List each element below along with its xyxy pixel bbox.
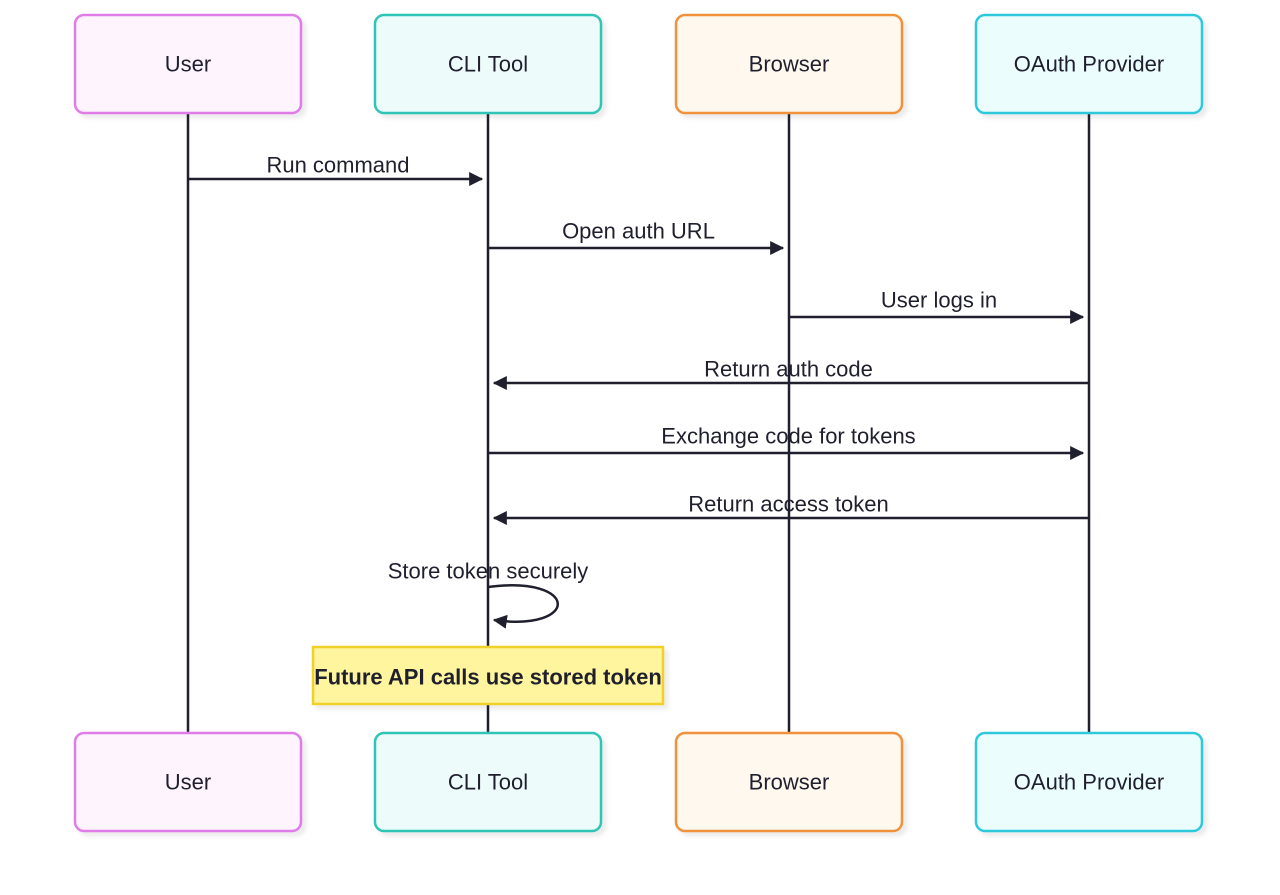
participant-cli-top: CLI Tool [373, 13, 603, 115]
participant-box [73, 731, 303, 833]
participant-label: User [165, 52, 211, 77]
participant-oauth-top: OAuth Provider [974, 13, 1204, 115]
message-3: User logs in [789, 288, 1085, 324]
participant-label: User [165, 770, 211, 795]
message-7: Store token securely [388, 559, 589, 629]
message-5: Exchange code for tokens [488, 424, 1085, 460]
message-label: Store token securely [388, 559, 589, 584]
participant-box [373, 13, 603, 115]
message-6: Return access token [492, 492, 1089, 525]
note-label: Future API calls use stored token [314, 665, 662, 690]
participant-label: CLI Tool [448, 52, 528, 77]
participant-box [373, 731, 603, 833]
participant-user-bottom: User [73, 731, 303, 833]
message-label: Return access token [688, 492, 889, 517]
participant-label: Browser [749, 770, 830, 795]
participant-box [674, 731, 904, 833]
note-layer: Future API calls use stored token [311, 645, 665, 706]
participant-label: OAuth Provider [1014, 770, 1164, 795]
participant-label: Browser [749, 52, 830, 77]
lifelines [186, 113, 1091, 733]
message-4: Return auth code [492, 357, 1089, 390]
participant-cli-bottom: CLI Tool [373, 731, 603, 833]
participant-box [974, 13, 1204, 115]
participant-box [974, 731, 1204, 833]
message-label: User logs in [881, 288, 997, 313]
note-box [311, 645, 665, 706]
message-label: Run command [266, 153, 409, 178]
participant-label: CLI Tool [448, 770, 528, 795]
self-message-arrow [487, 584, 559, 629]
participant-label: OAuth Provider [1014, 52, 1164, 77]
message-label: Return auth code [704, 357, 873, 382]
message-1: Run command [188, 153, 484, 186]
participant-browser-bottom: Browser [674, 731, 904, 833]
participant-user-top: User [73, 13, 303, 115]
participant-oauth-bottom: OAuth Provider [974, 731, 1204, 833]
message-label: Exchange code for tokens [661, 424, 915, 449]
participant-browser-top: Browser [674, 13, 904, 115]
message-2: Open auth URL [488, 219, 785, 255]
note: Future API calls use stored token [311, 645, 665, 706]
participant-box [73, 13, 303, 115]
message-label: Open auth URL [562, 219, 715, 244]
participant-box [674, 13, 904, 115]
